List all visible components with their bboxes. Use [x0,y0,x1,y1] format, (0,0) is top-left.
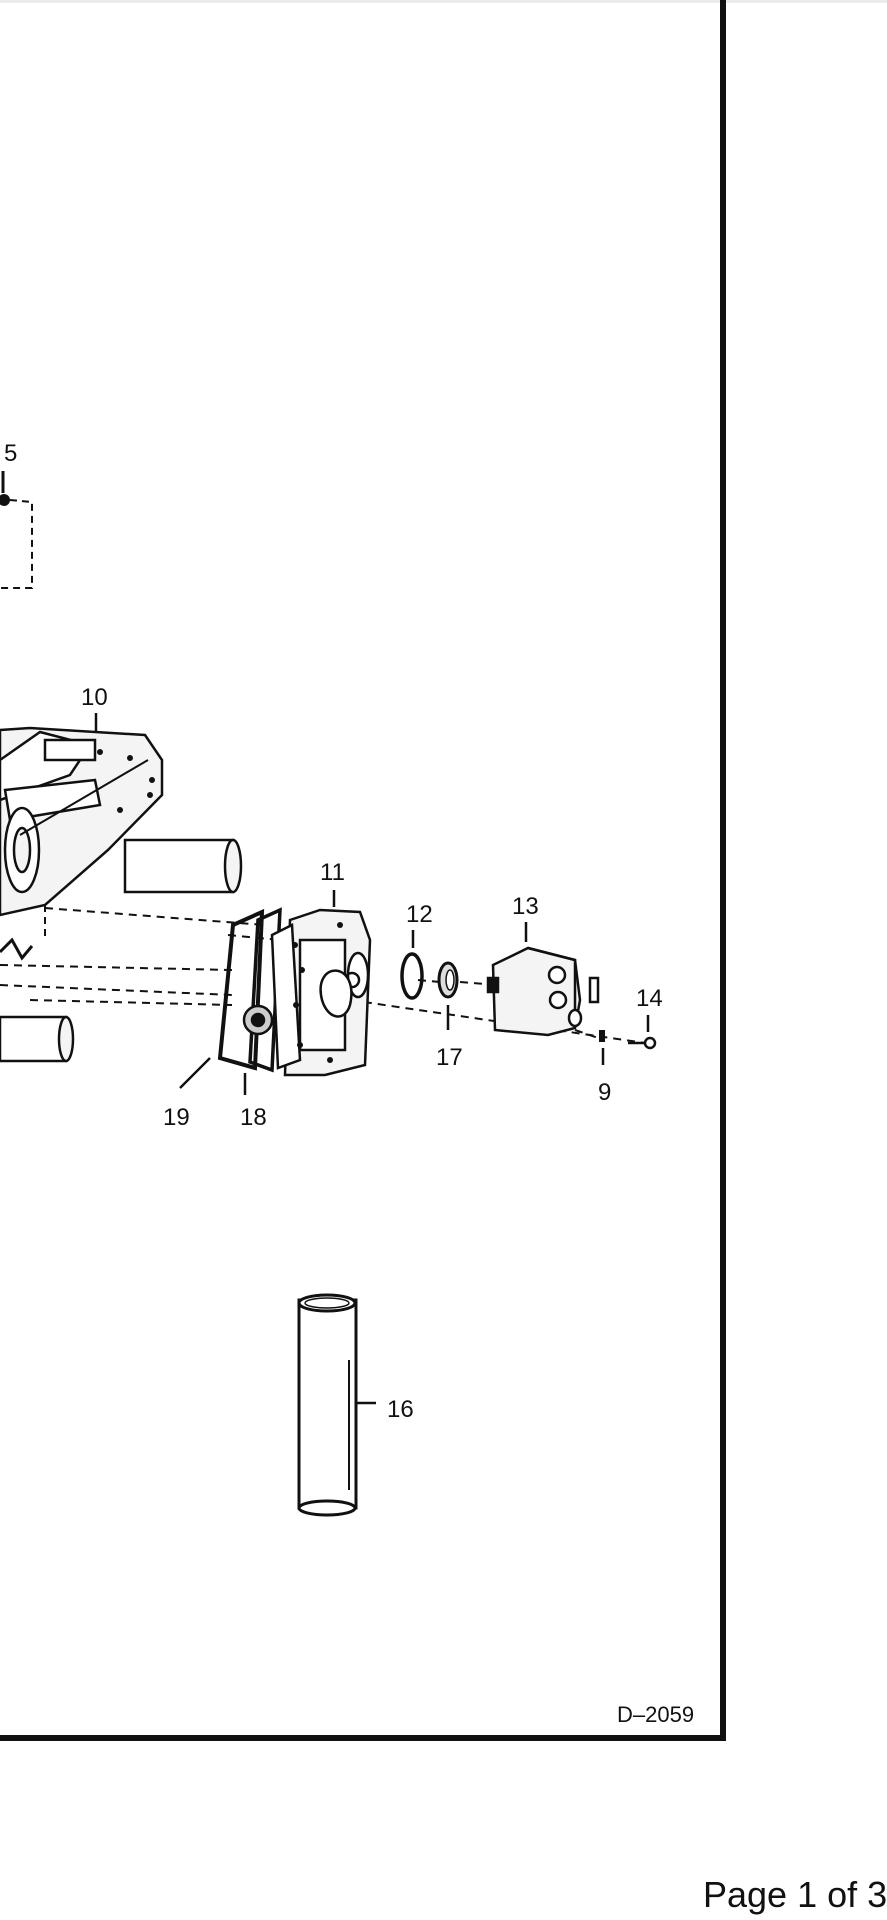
part-17-bushing [437,961,459,999]
drawing-code: D–2059 [617,1702,694,1727]
callout-14: 14 [636,985,663,1012]
part-16-tube [297,1293,358,1517]
callout-10: 10 [81,684,108,711]
callout-9: 9 [598,1079,611,1106]
callout-5: 5 [4,440,17,467]
part-10-frame-hardware [97,749,155,813]
callout-19: 19 [163,1104,190,1131]
part-9-pin [599,1030,605,1042]
callout-17: 17 [436,1044,463,1071]
part-10-lower-tube [0,1015,75,1063]
parts-diagram-page: 5 10 11 12 13 14 17 9 19 18 16 D–2059 [0,0,726,1741]
part-5-fitting [0,471,33,589]
callout-12: 12 [406,901,433,928]
part-12-o-ring [400,952,424,1000]
callout-16: 16 [387,1396,414,1423]
top-divider [0,0,887,3]
part-11-housing [242,908,372,1077]
part-10-upper-tube [123,838,243,894]
part-10-frame [0,726,164,961]
callout-18: 18 [240,1104,267,1131]
part-14-bolt [628,1036,657,1050]
leader-lines [94,713,650,1405]
page-indicator: Page 1 of 3 [703,1874,887,1915]
part-13-mount [486,946,600,1037]
part-11-bolts [292,922,343,1063]
callout-11: 11 [320,859,345,886]
callout-13: 13 [512,893,539,920]
part-19-gasket [217,908,265,1071]
